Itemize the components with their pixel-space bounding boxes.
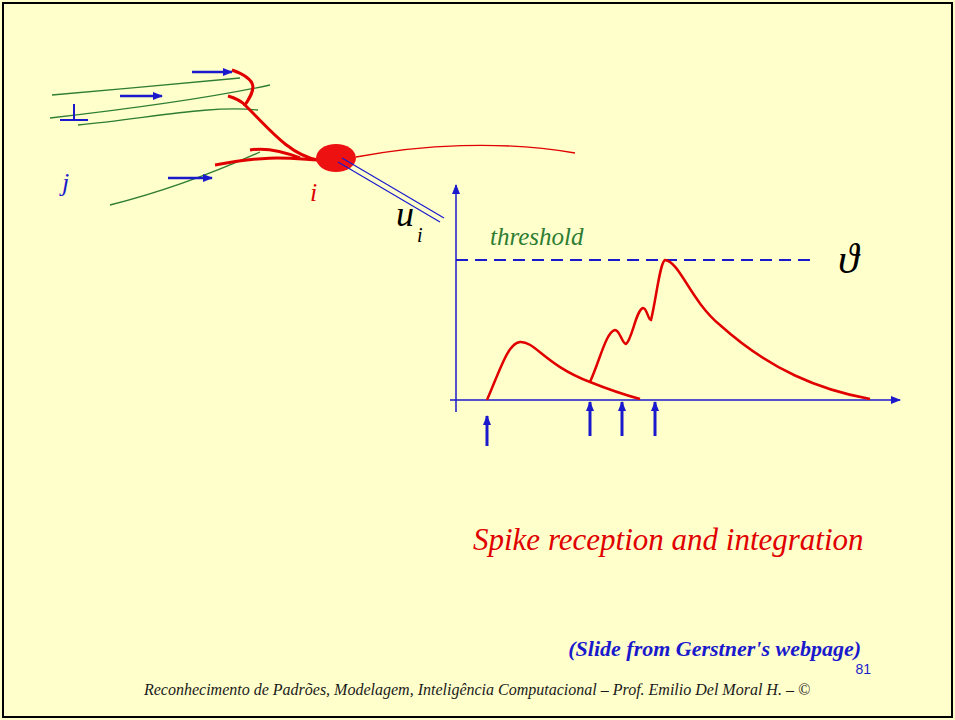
page-number: 81: [855, 662, 871, 676]
axon: [356, 145, 575, 157]
slide-border: [3, 3, 952, 717]
threshold-line: [456, 259, 812, 261]
dendrites: [215, 70, 318, 165]
membrane-potential: [487, 260, 870, 400]
spike-arrows: [120, 72, 232, 178]
threshold-symbol: ϑ: [838, 238, 859, 280]
neuron-label: i: [310, 180, 317, 206]
footer-text: Reconhecimento de Padrões, Modelagem, In…: [144, 682, 810, 698]
neuron-label: j: [62, 170, 69, 196]
input-axons: [50, 78, 270, 205]
axis-subscript: i: [417, 225, 423, 245]
threshold-label: threshold: [490, 224, 584, 249]
synapse-symbol: [60, 104, 88, 120]
caption-text: Spike reception and integration: [473, 524, 864, 555]
soma: [316, 144, 356, 172]
axis-label: u: [396, 196, 414, 232]
leader-line: [338, 158, 444, 222]
axes: [450, 185, 900, 412]
spike-arrival-arrows: [487, 402, 655, 446]
source-note: (Slide from Gerstner's webpage): [568, 638, 861, 660]
